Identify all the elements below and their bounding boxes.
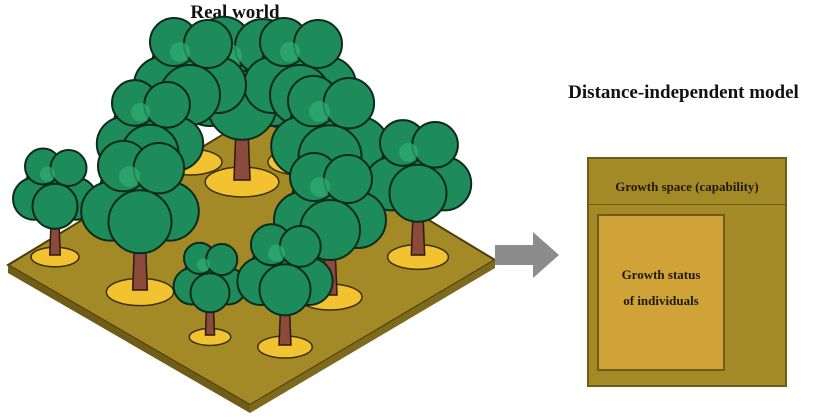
ground-plate-edge-right bbox=[250, 260, 495, 413]
growth-status-line2: of individuals bbox=[623, 293, 699, 308]
tree bbox=[236, 223, 334, 359]
tree bbox=[273, 152, 387, 311]
tree bbox=[172, 241, 248, 347]
forest-illustration bbox=[6, 15, 497, 413]
ground-plate-edge bbox=[8, 265, 250, 413]
left-title: Real world bbox=[190, 2, 280, 23]
growth-status-line1: Growth status bbox=[621, 267, 701, 282]
growth-space-label: Growth space (capability) bbox=[615, 179, 759, 194]
tree-group bbox=[12, 15, 473, 359]
tree bbox=[12, 147, 98, 268]
growth-space-divider bbox=[589, 204, 785, 205]
right-arrow-icon bbox=[495, 232, 559, 278]
tree bbox=[363, 119, 473, 271]
tree bbox=[243, 17, 357, 176]
right-title: Distance-independent model bbox=[568, 82, 799, 103]
tree bbox=[80, 139, 200, 307]
growth-status-box: Growth status of individuals bbox=[597, 214, 725, 371]
growth-status-label: Growth status of individuals bbox=[599, 262, 723, 314]
